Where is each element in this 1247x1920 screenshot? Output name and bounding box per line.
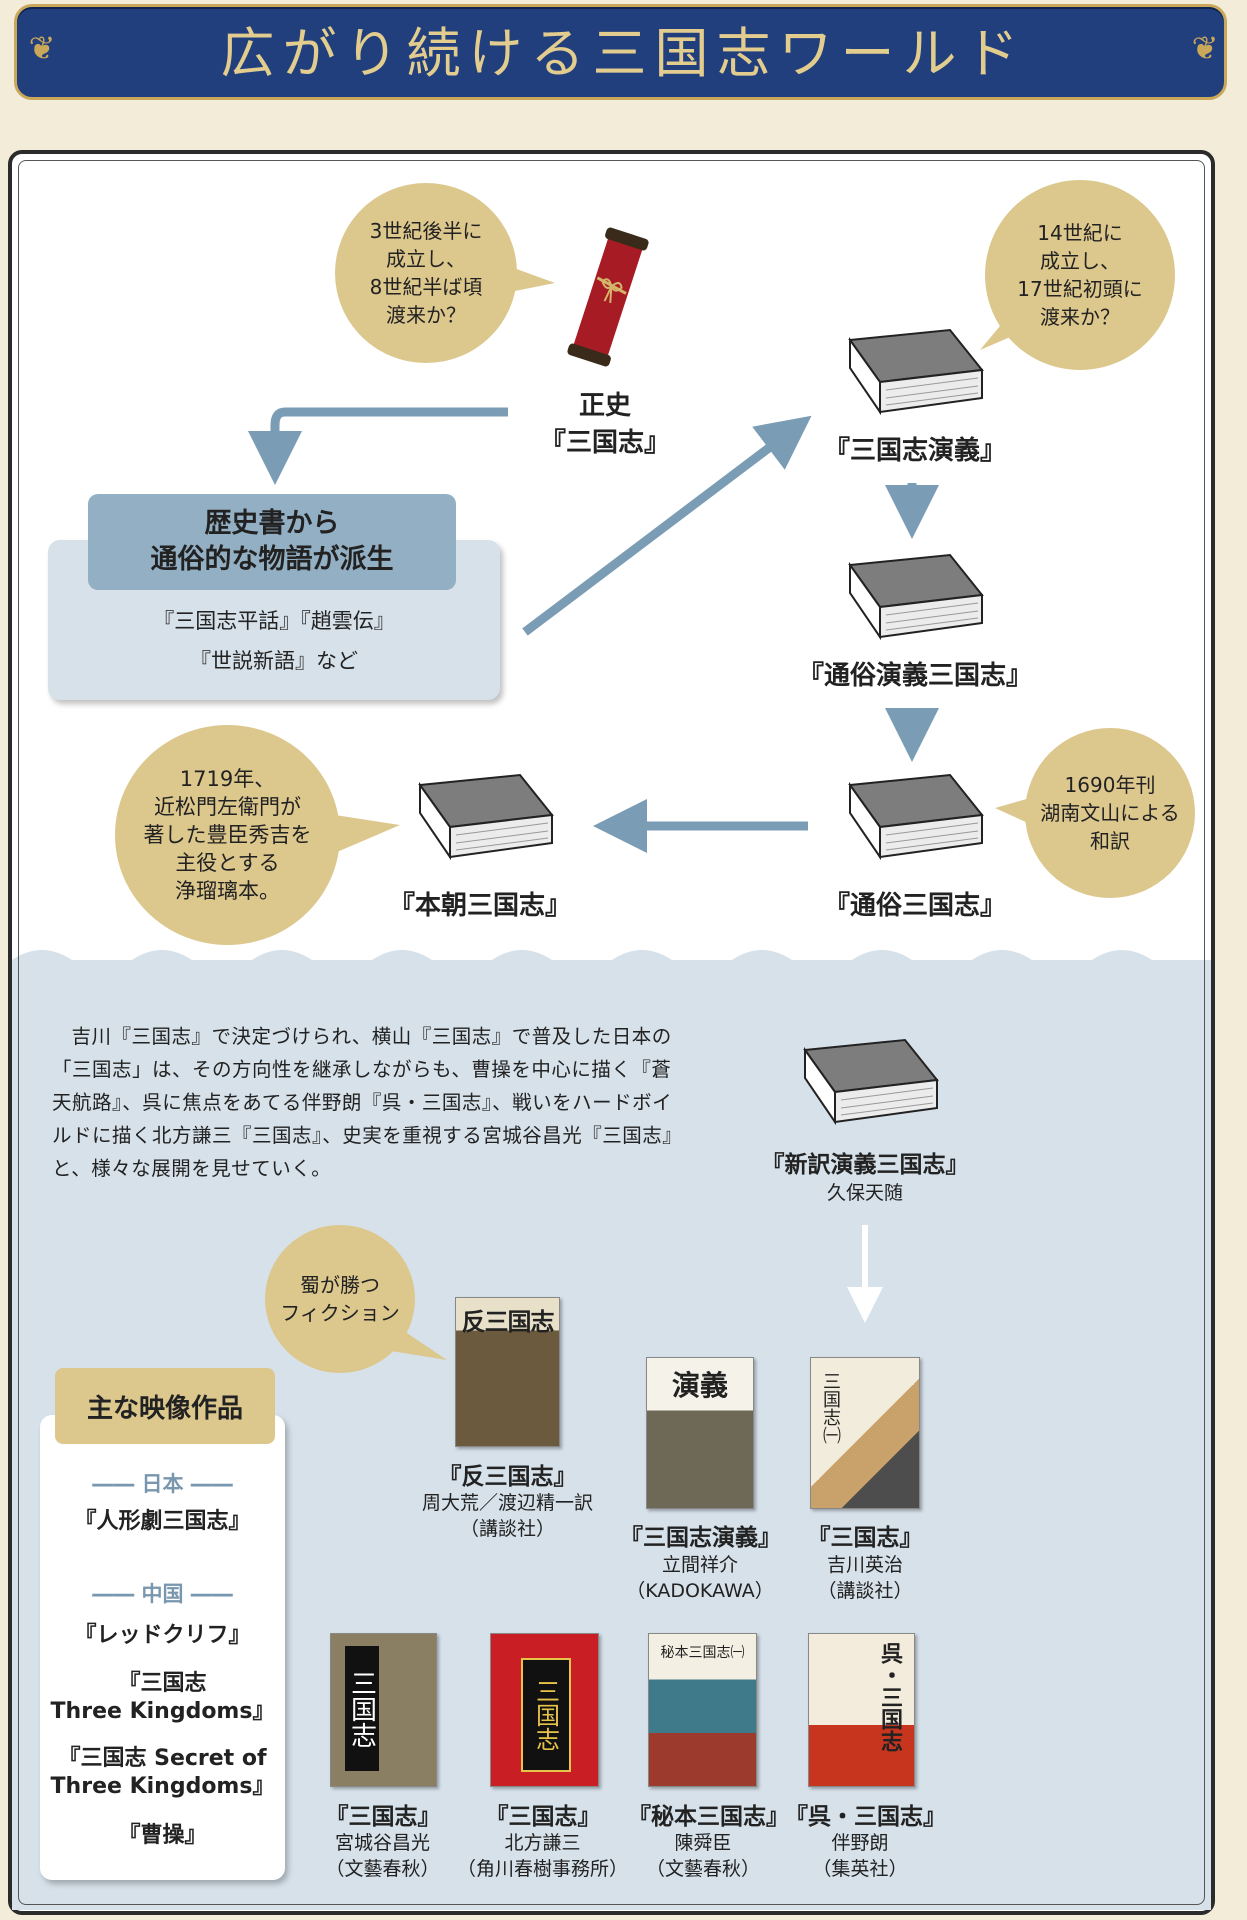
seishi-title: 『三国志』	[539, 428, 670, 458]
hihon-publisher: （文藝春秋）	[645, 1858, 760, 1880]
han-author: 周大荒／渡辺精一訳	[421, 1492, 593, 1514]
tachima-publisher: （KADOKAWA）	[626, 1580, 774, 1602]
kitakata-title: 『三国志』	[485, 1804, 601, 1830]
hihon-author: 陳舜臣	[674, 1832, 732, 1854]
scroll-icon	[567, 227, 649, 367]
bubble-tsuzoku-tail	[995, 798, 1030, 824]
cover-hihon: 秘本三国志㈠	[648, 1633, 757, 1787]
video-item-three-kingdoms-2: Three Kingdoms』	[50, 1699, 275, 1724]
tachima-title: 『三国志演義』	[620, 1525, 781, 1551]
derive-body-1: 『三国志平話』『趙雲伝』	[153, 609, 395, 633]
miyagitani-publisher: （文藝春秋）	[325, 1858, 440, 1880]
cover-han-sangokushi: 反三国志	[455, 1297, 560, 1447]
derive-body-2: 『世説新語』など	[190, 649, 358, 673]
bubble-honcho-tail	[330, 815, 400, 855]
arrow-derive-to-engi	[522, 415, 812, 636]
bubble-seishi: 3世紀後半に 成立し、 8世紀半ば頃 渡来か？	[335, 183, 517, 363]
book-icon-shinyaku	[803, 1038, 939, 1126]
cover-yoshikawa: 三国志㈠	[810, 1357, 920, 1509]
go-author: 伴野朗	[831, 1832, 889, 1854]
video-item-secret-1: 『三国志 Secret of	[58, 1746, 267, 1771]
bubble-honcho: 1719年、 近松門左衛門が 著した豊臣秀吉を 主役とする 浄瑠璃本。	[115, 725, 340, 945]
video-item-ningyougeki: 『人形劇三国志』	[74, 1509, 251, 1534]
video-item-three-kingdoms-1: 『三国志	[118, 1671, 207, 1696]
kitakata-author: 北方謙三	[504, 1832, 581, 1854]
book-icon-engi	[848, 328, 984, 416]
cover-miyagitani: 三国志	[330, 1633, 437, 1787]
arrow-seishi-to-derive	[248, 407, 508, 485]
description-paragraph: 吉川『三国志』で決定づけられ、横山『三国志』で普及した日本の「三国志」は、その方…	[52, 1025, 673, 1180]
bubble-engi: 14世紀に 成立し、 17世紀初頭に 渡来か？	[985, 180, 1175, 370]
tsuzoku-engi-title: 『通俗演義三国志』	[797, 661, 1032, 691]
cover-kitakata: 三国志	[490, 1633, 599, 1787]
yoshikawa-title: 『三国志』	[807, 1525, 923, 1551]
inner-frame	[18, 160, 1205, 1905]
kitakata-publisher: （角川春樹事務所）	[456, 1858, 628, 1880]
bubble-fiction: 蜀が勝つ フィクション	[265, 1225, 415, 1373]
bubble-tsuzoku: 1690年刊 湖南文山による 和訳	[1025, 728, 1195, 898]
shinyaku-title: 『新訳演義三国志』	[761, 1152, 969, 1178]
video-works-box	[40, 1415, 285, 1880]
go-publisher: （集英社）	[812, 1858, 908, 1880]
shinyaku-author: 久保天随	[826, 1182, 903, 1204]
video-item-secret-2: Three Kingdoms』	[50, 1774, 275, 1799]
video-item-redcliff: 『レッドクリフ』	[74, 1623, 251, 1648]
honcho-title: 『本朝三国志』	[388, 891, 571, 921]
ornament-right-icon: ❦	[1191, 29, 1219, 67]
yoshikawa-publisher: （講談社）	[817, 1580, 913, 1602]
book-icon-tsuzoku	[848, 773, 984, 861]
video-works-heading: 主な映像作品	[55, 1368, 275, 1444]
seishi-label: 正史	[578, 391, 631, 421]
video-category-china: ―― 中国 ――	[92, 1582, 233, 1606]
tachima-author: 立間祥介	[661, 1554, 738, 1576]
book-icon-honcho	[418, 773, 554, 861]
tsuzoku-title: 『通俗三国志』	[823, 891, 1006, 921]
book-icon-tsuzoku-engi	[848, 553, 984, 641]
han-publisher: （講談社）	[459, 1518, 555, 1540]
ornament-left-icon: ❦	[28, 29, 56, 67]
hihon-title: 『秘本三国志』	[628, 1804, 789, 1830]
miyagitani-author: 宮城谷昌光	[334, 1832, 430, 1854]
video-category-japan: ―― 日本 ――	[92, 1472, 233, 1496]
yoshikawa-author: 吉川英治	[826, 1554, 903, 1576]
engi-title: 『三国志演義』	[823, 436, 1006, 466]
han-title: 『反三国志』	[438, 1464, 577, 1490]
cover-tachima: 演義	[646, 1357, 754, 1509]
go-title: 『呉・三国志』	[785, 1804, 946, 1830]
title-banner	[14, 4, 1227, 100]
wave-divider	[12, 950, 1211, 980]
page-title: 広がり続ける三国志ワールド	[220, 22, 1027, 85]
video-item-sousou: 『曹操』	[118, 1823, 207, 1848]
miyagitani-title: 『三国志』	[325, 1804, 441, 1830]
derive-heading: 歴史書から 通俗的な物語が派生	[88, 494, 456, 590]
cover-go: 呉・三国志	[808, 1633, 915, 1787]
